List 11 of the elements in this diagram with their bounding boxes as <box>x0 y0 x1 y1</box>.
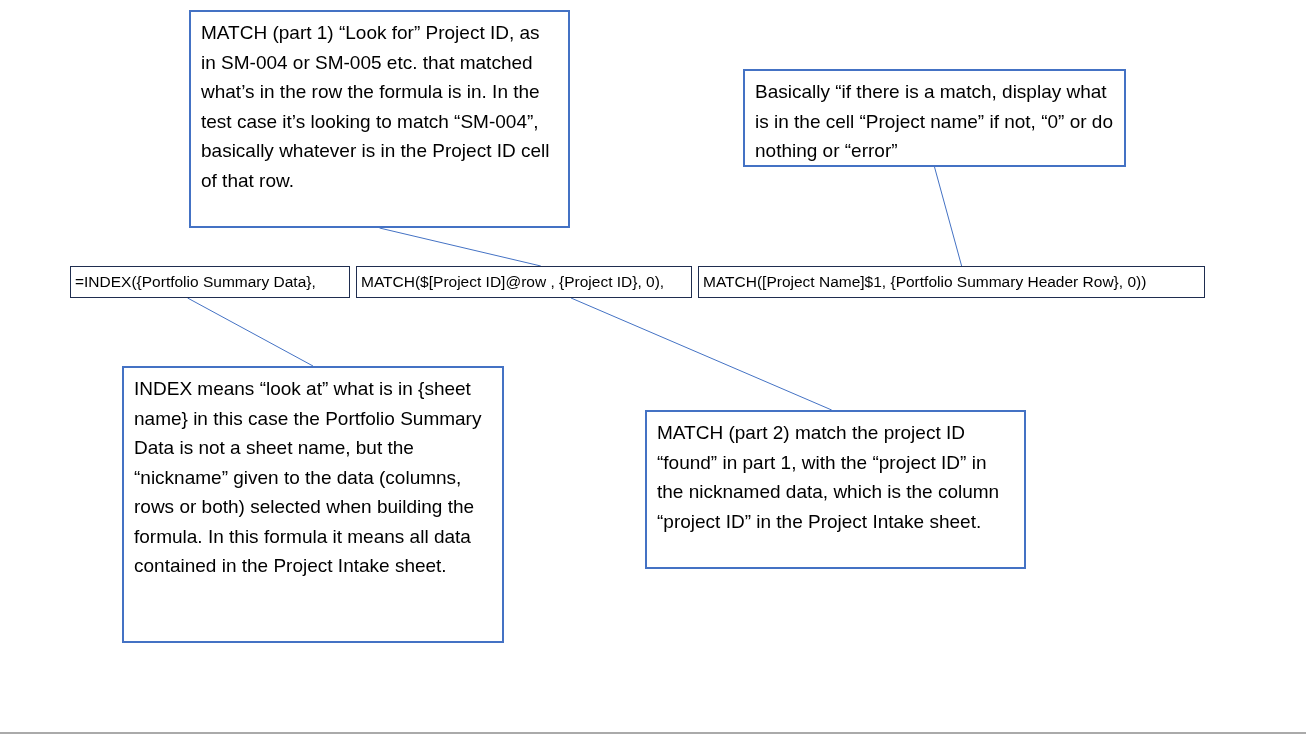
leader-line <box>570 297 833 411</box>
callout-text: Basically “if there is a match, display what is in the cell “Project name” if not, “0” or do nothing or “error” <box>743 69 1126 167</box>
formula-segment: =INDEX({Portfolio Summary Data}, <box>70 266 350 298</box>
formula-segment: MATCH($[Project ID]@row , {Project ID}, 0), <box>356 266 692 298</box>
callout-text: INDEX means “look at” what is in {sheet name} in this case the Portfolio Summary Data is not a sheet name, but the “nickname” given to the data (columns, rows or both) selected when building the formula. In this formula it means all data contained in the Project Intake sheet. <box>122 366 504 643</box>
callout-text: MATCH (part 2) match the project ID “found” in part 1, with the “project ID” in the nicknamed data, which is the column “project ID” in the Project Intake sheet. <box>645 410 1026 569</box>
leader-line <box>934 166 963 267</box>
leader-line <box>187 297 314 367</box>
callout-text: MATCH (part 1) “Look for” Project ID, as in SM-004 or SM-005 etc. that matched what’s in the row the formula is in. In the test case it’s looking to match “SM-004”, basically whatever is in the Project ID cell of that row. <box>189 10 570 228</box>
formula-segment: MATCH([Project Name]$1, {Portfolio Summary Header Row}, 0)) <box>698 266 1205 298</box>
leader-line <box>379 227 542 267</box>
